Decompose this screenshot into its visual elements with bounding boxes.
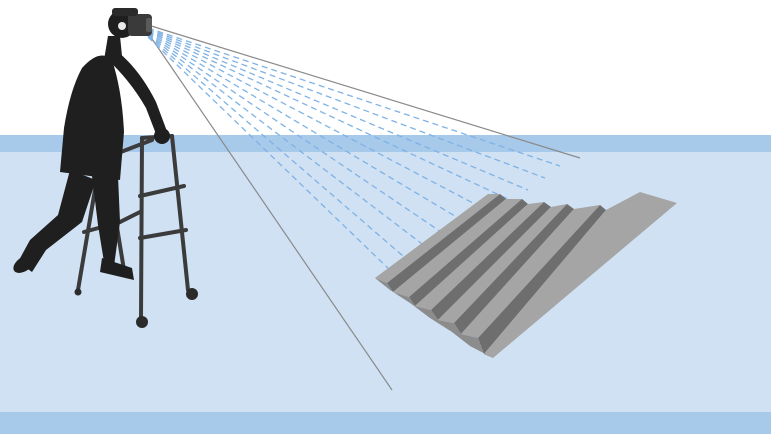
vr-headset [112,8,152,36]
virtual-staircase [375,192,677,358]
person-silhouette [13,10,170,280]
walker-wheel [136,316,148,328]
view-frustum-lines [147,24,581,391]
gaze-rays [147,27,561,273]
stair-riser [387,194,506,292]
walker-foot [74,288,82,296]
stair-riser [431,202,551,320]
stair-step [461,205,600,338]
floor-bottom-band [0,412,771,434]
stair-step [438,204,567,323]
stair-side [375,278,493,358]
floor-top-band [0,135,771,152]
stair-step [393,199,522,297]
stair-riser [478,205,606,354]
stair-step [415,202,544,310]
stair-step [375,194,500,283]
stair-top-landing [484,192,677,358]
stair-riser [409,199,528,306]
walker-wheel [186,288,198,300]
stair-riser [454,204,574,334]
